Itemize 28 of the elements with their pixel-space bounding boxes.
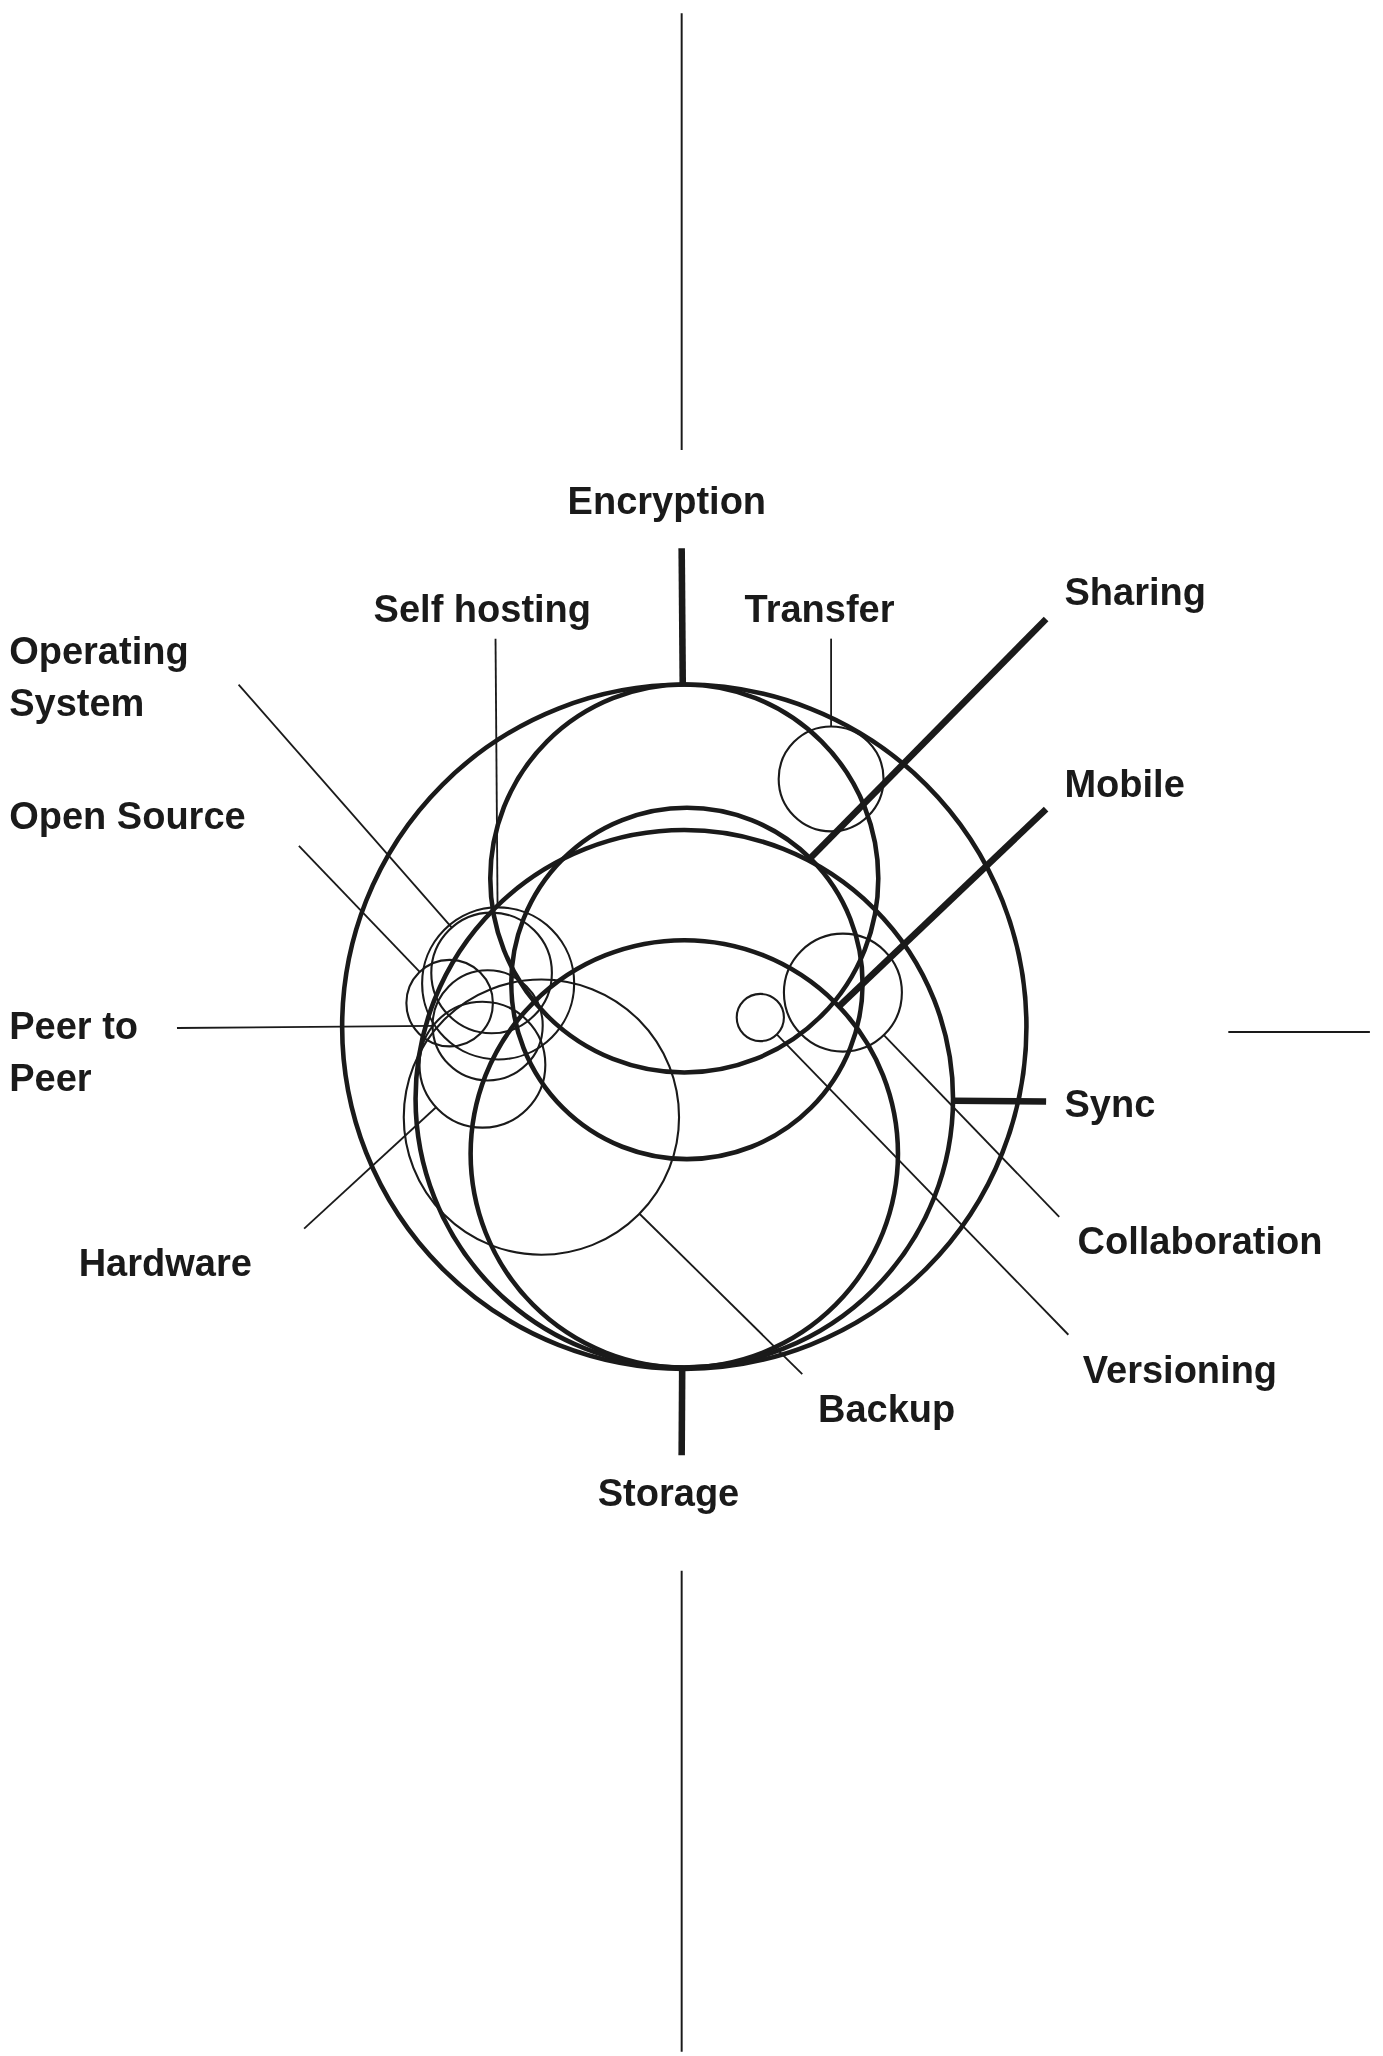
topic-label: Hardware [78,1237,252,1290]
topic-label: Storage [597,1466,740,1519]
leader-line [807,616,1049,861]
leader-line [882,1034,1061,1218]
leader-line [638,1212,804,1375]
topic-circle [339,682,1029,1372]
leader-line [836,806,1049,1009]
topic-label: Mobile [1064,757,1185,810]
topic-circle [735,992,785,1043]
topic-label: Peer to Peer [9,1000,180,1105]
topic-circle [508,805,865,1162]
leader-line [678,1368,686,1456]
leader-line [297,844,421,973]
topic-label: Versioning [1082,1343,1278,1396]
leader-line [303,1106,437,1230]
topic-label: Sharing [1064,566,1206,619]
leader-line [830,637,833,728]
topic-label: Collaboration [1077,1215,1323,1268]
topic-label: Backup [818,1383,956,1435]
leader-line [775,1033,1070,1336]
leader-line [237,683,453,929]
leader-line [953,1097,1047,1105]
topic-label: Open Source [9,790,246,843]
topic-label: Operating System [9,625,239,730]
topic-label: Encryption [567,474,767,527]
topic-label: Transfer [744,583,895,636]
topic-label: Self hosting [373,583,592,636]
topic-label: Sync [1064,1077,1156,1130]
